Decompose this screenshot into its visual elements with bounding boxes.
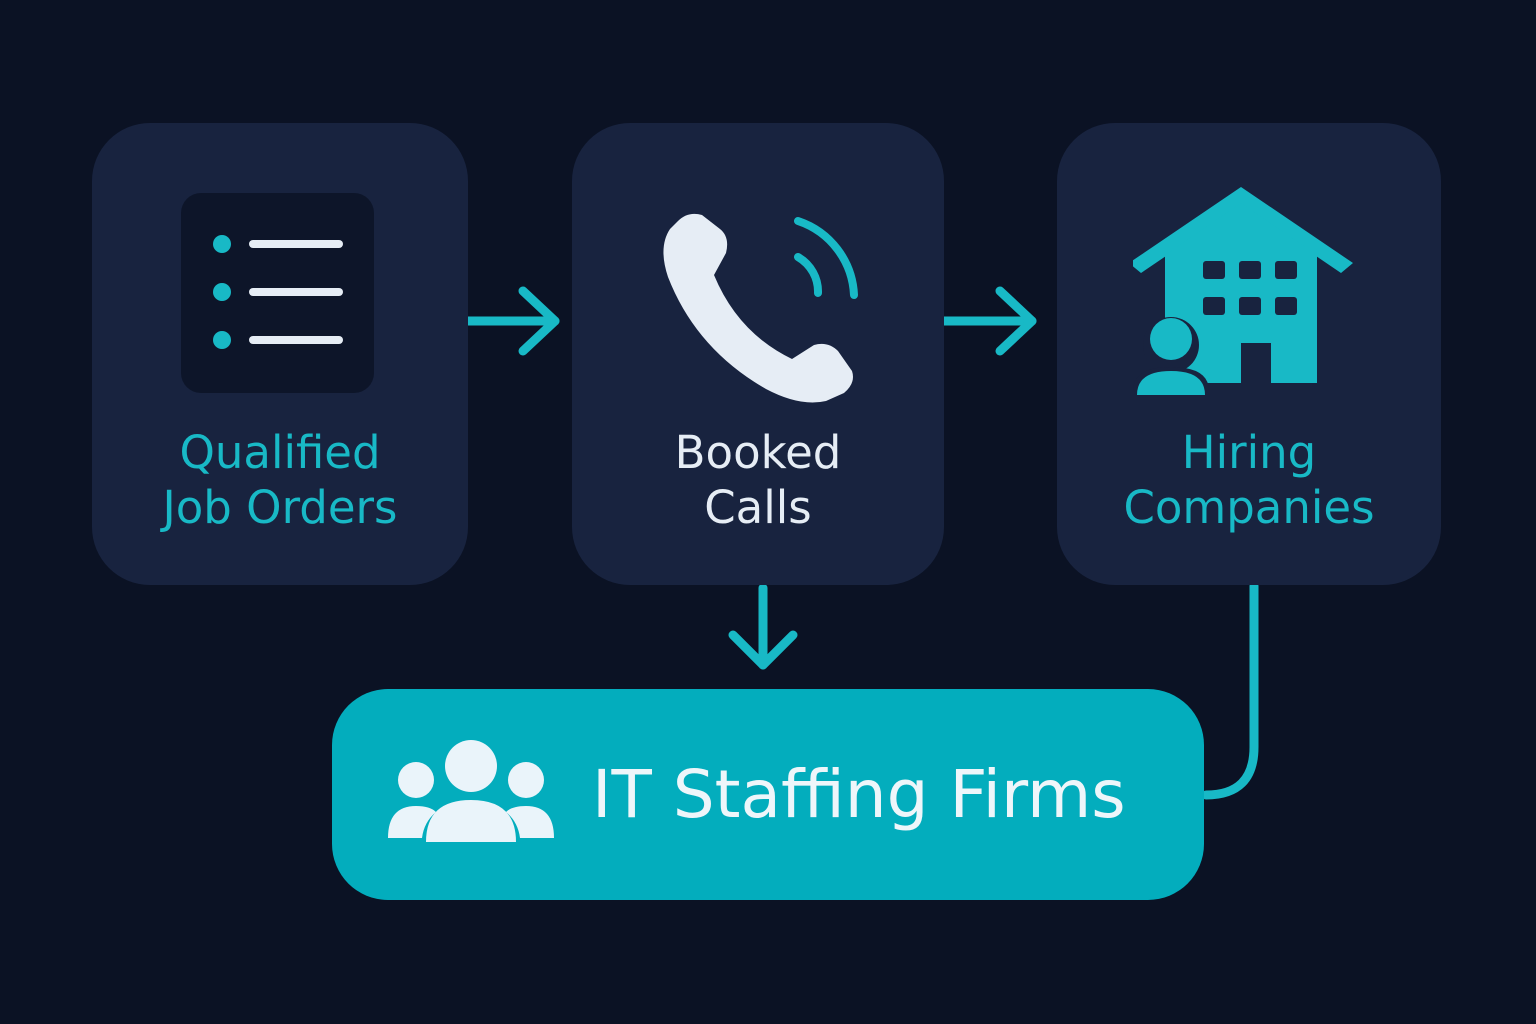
booked-calls-card: Booked Calls bbox=[572, 123, 944, 585]
label-line-2: Companies bbox=[1123, 481, 1375, 534]
hiring-companies-card: Hiring Companies bbox=[1057, 123, 1441, 585]
list-icon bbox=[181, 193, 374, 393]
qualified-job-orders-label: Qualified Job Orders bbox=[92, 425, 468, 535]
label-line-2: Calls bbox=[704, 481, 812, 534]
arrow-calls-to-companies bbox=[939, 286, 1037, 356]
label-line-1: Hiring bbox=[1181, 426, 1317, 479]
arrow-job-orders-to-calls bbox=[463, 286, 560, 356]
arrow-calls-to-firms bbox=[728, 583, 798, 670]
it-staffing-firms-box: IT Staffing Firms bbox=[332, 689, 1204, 900]
people-group-icon bbox=[388, 740, 554, 842]
it-staffing-firms-label: IT Staffing Firms bbox=[592, 756, 1126, 833]
phone-icon bbox=[663, 213, 858, 403]
building-person-icon bbox=[1133, 187, 1353, 395]
label-line-1: Booked bbox=[674, 426, 842, 479]
line-companies-to-firms bbox=[1201, 581, 1259, 800]
booked-calls-label: Booked Calls bbox=[572, 425, 944, 535]
label-line-2: Job Orders bbox=[162, 481, 398, 534]
hiring-companies-label: Hiring Companies bbox=[1057, 425, 1441, 535]
qualified-job-orders-card: Qualified Job Orders bbox=[92, 123, 468, 585]
label-line-1: Qualified bbox=[179, 426, 381, 479]
